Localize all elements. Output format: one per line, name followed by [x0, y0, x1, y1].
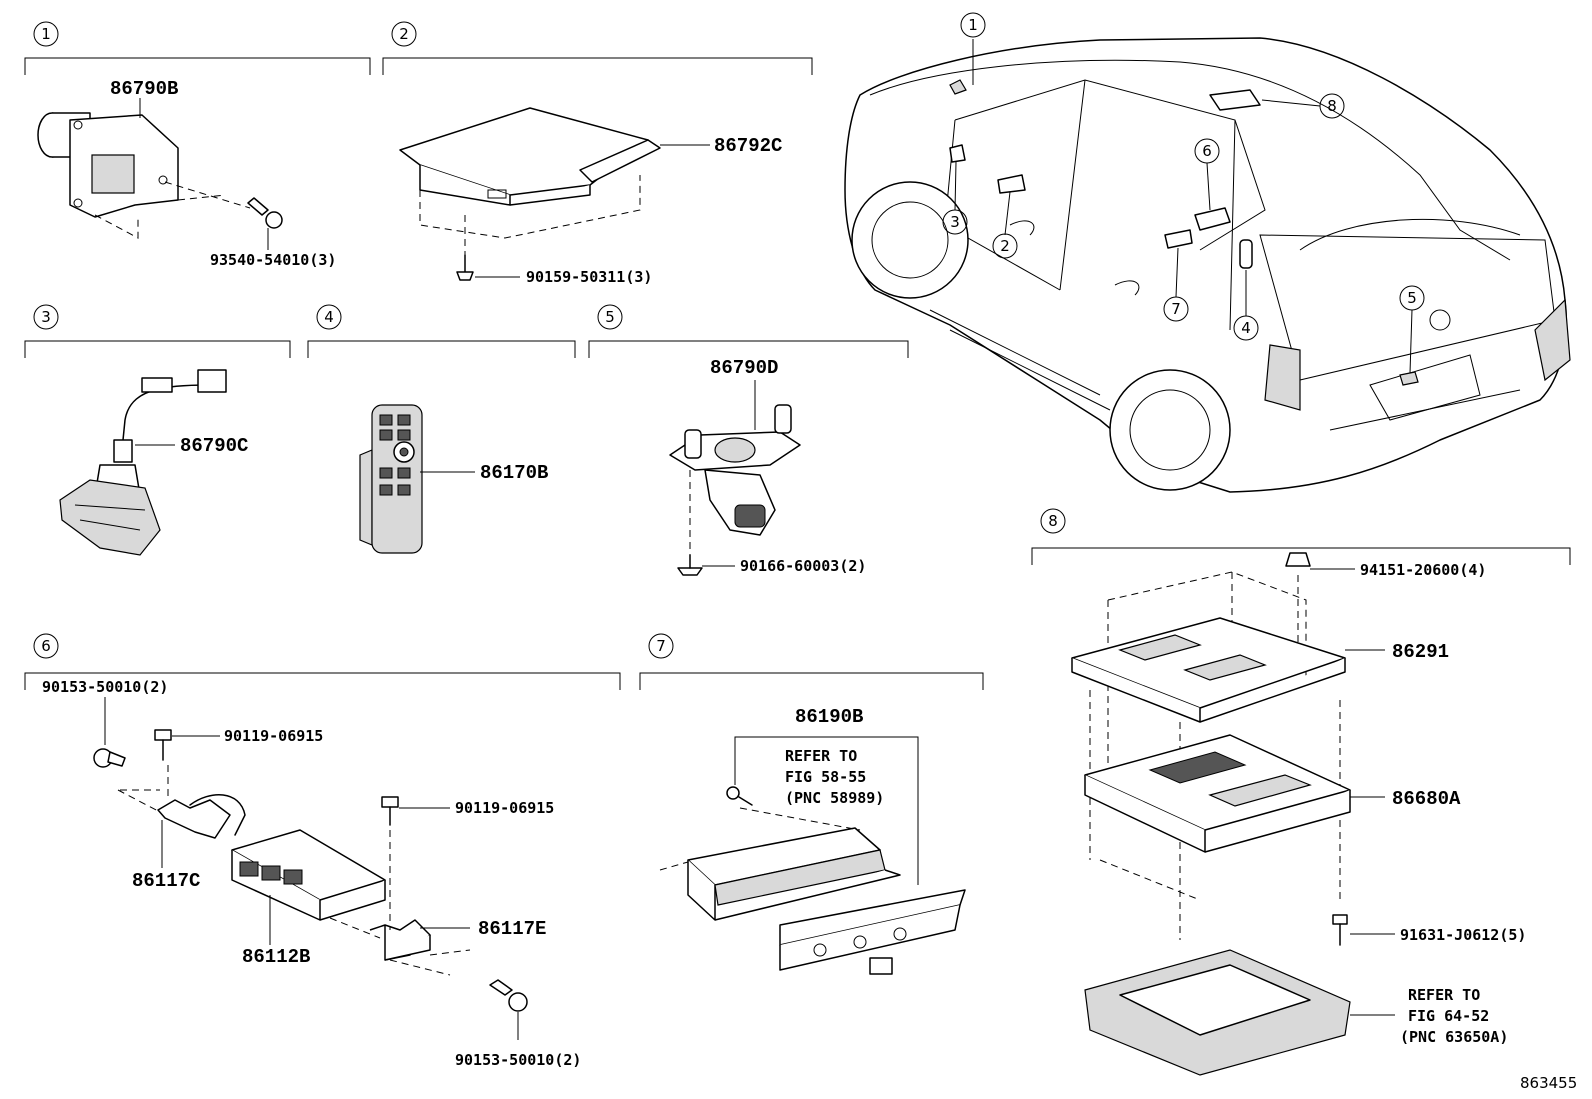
clip-90166[interactable]	[677, 554, 703, 576]
section-7-number: 7	[656, 637, 666, 655]
section-5-number: 5	[605, 308, 615, 326]
callout-2: 2	[1000, 237, 1010, 255]
bracket-86117c[interactable]	[157, 794, 246, 839]
part-86190b-label: 86190B	[795, 706, 863, 728]
bolt-90119-a[interactable]	[154, 729, 172, 761]
part-90119-b-label: 90119-06915	[455, 799, 554, 817]
vehicle-illustration	[844, 37, 1571, 493]
part-94151-label: 94151-20600(4)	[1360, 561, 1486, 579]
section-8-refer-line-1: REFER TO	[1408, 986, 1480, 1004]
callout-8: 8	[1327, 97, 1337, 115]
figure-id: 863455	[1520, 1074, 1577, 1092]
screw-86190b[interactable]	[726, 786, 753, 806]
part-86291-label: 86291	[1392, 641, 1449, 663]
callout-3: 3	[950, 213, 960, 231]
switch-panel-86190b[interactable]	[687, 827, 966, 975]
section-8-number: 8	[1048, 512, 1058, 530]
camera-86790c[interactable]	[59, 369, 227, 556]
callout-1: 1	[968, 16, 978, 34]
section-3-number: 3	[41, 308, 51, 326]
section-2-number: 2	[399, 25, 409, 43]
part-90153-top-label: 90153-50010(2)	[42, 678, 168, 696]
section-7-refer-line-2: FIG 58-55	[785, 768, 866, 786]
part-86680a-label: 86680A	[1392, 788, 1461, 810]
section-7-refer-line-3: (PNC 58989)	[785, 789, 884, 807]
part-90166-label: 90166-60003(2)	[740, 557, 866, 575]
callout-7: 7	[1171, 300, 1181, 318]
section-1-number: 1	[41, 25, 51, 43]
section-4: 4 86170B	[307, 304, 576, 554]
part-86790d-label: 86790D	[710, 357, 778, 379]
section-6: 6 90153-50010(2) 90119-06915 86117C	[24, 633, 621, 1069]
section-3: 3 86790C	[24, 304, 291, 556]
module-86112b[interactable]	[231, 829, 386, 921]
part-93540-label: 93540-54010(3)	[210, 251, 336, 269]
callout-6: 6	[1202, 142, 1212, 160]
bolt-90153-bottom[interactable]	[489, 979, 528, 1012]
bracket-86291[interactable]	[1071, 617, 1346, 723]
vehicle-callouts: 1 2 3 4 5 6 7 8	[942, 12, 1425, 374]
section-6-number: 6	[41, 637, 51, 655]
remote-86170b[interactable]	[359, 404, 423, 554]
part-86790b-label: 86790B	[110, 78, 178, 100]
bolt-90119-b[interactable]	[381, 796, 399, 826]
part-86117c-label: 86117C	[132, 870, 200, 892]
section-8: 8 94151-20600(4) 86291 86680A	[1031, 508, 1571, 1076]
screw-91631[interactable]	[1332, 914, 1348, 946]
part-86792c-label: 86792C	[714, 135, 782, 157]
section-8-refer-line-3: (PNC 63650A)	[1400, 1028, 1508, 1046]
control-module-86792c[interactable]	[399, 107, 661, 206]
section-7: 7 86190B REFER TO FIG 58-55 (PNC 58989)	[639, 633, 984, 975]
section-4-number: 4	[324, 308, 334, 326]
section-1: 1 86790B 93540-54010(3)	[24, 21, 371, 269]
section-5: 5 86790D 90166-60003(2)	[588, 304, 909, 576]
screw-90159[interactable]	[456, 254, 474, 281]
callout-4: 4	[1241, 319, 1251, 337]
bolt-94151[interactable]	[1285, 552, 1311, 567]
part-86170b-label: 86170B	[480, 462, 548, 484]
part-90119-a-label: 90119-06915	[224, 727, 323, 745]
bracket-86117e[interactable]	[369, 919, 431, 961]
callout-5: 5	[1407, 289, 1417, 307]
bolt-90153-top[interactable]	[93, 748, 126, 768]
overhead-console[interactable]	[1084, 949, 1351, 1076]
camera-86790d[interactable]	[669, 404, 801, 536]
part-86112b-label: 86112B	[242, 946, 310, 968]
camera-86790b[interactable]	[37, 112, 179, 218]
bolt-93540[interactable]	[247, 197, 283, 229]
part-91631-label: 91631-J0612(5)	[1400, 926, 1526, 944]
part-86790c-label: 86790C	[180, 435, 248, 457]
section-2: 2 86792C 90159-50311(3)	[382, 21, 813, 286]
section-7-refer-line-1: REFER TO	[785, 747, 857, 765]
part-90153-bottom-label: 90153-50010(2)	[455, 1051, 581, 1069]
display-86680a[interactable]	[1084, 734, 1351, 853]
part-86117e-label: 86117E	[478, 918, 546, 940]
part-90159-label: 90159-50311(3)	[526, 268, 652, 286]
section-8-refer-line-2: FIG 64-52	[1408, 1007, 1489, 1025]
